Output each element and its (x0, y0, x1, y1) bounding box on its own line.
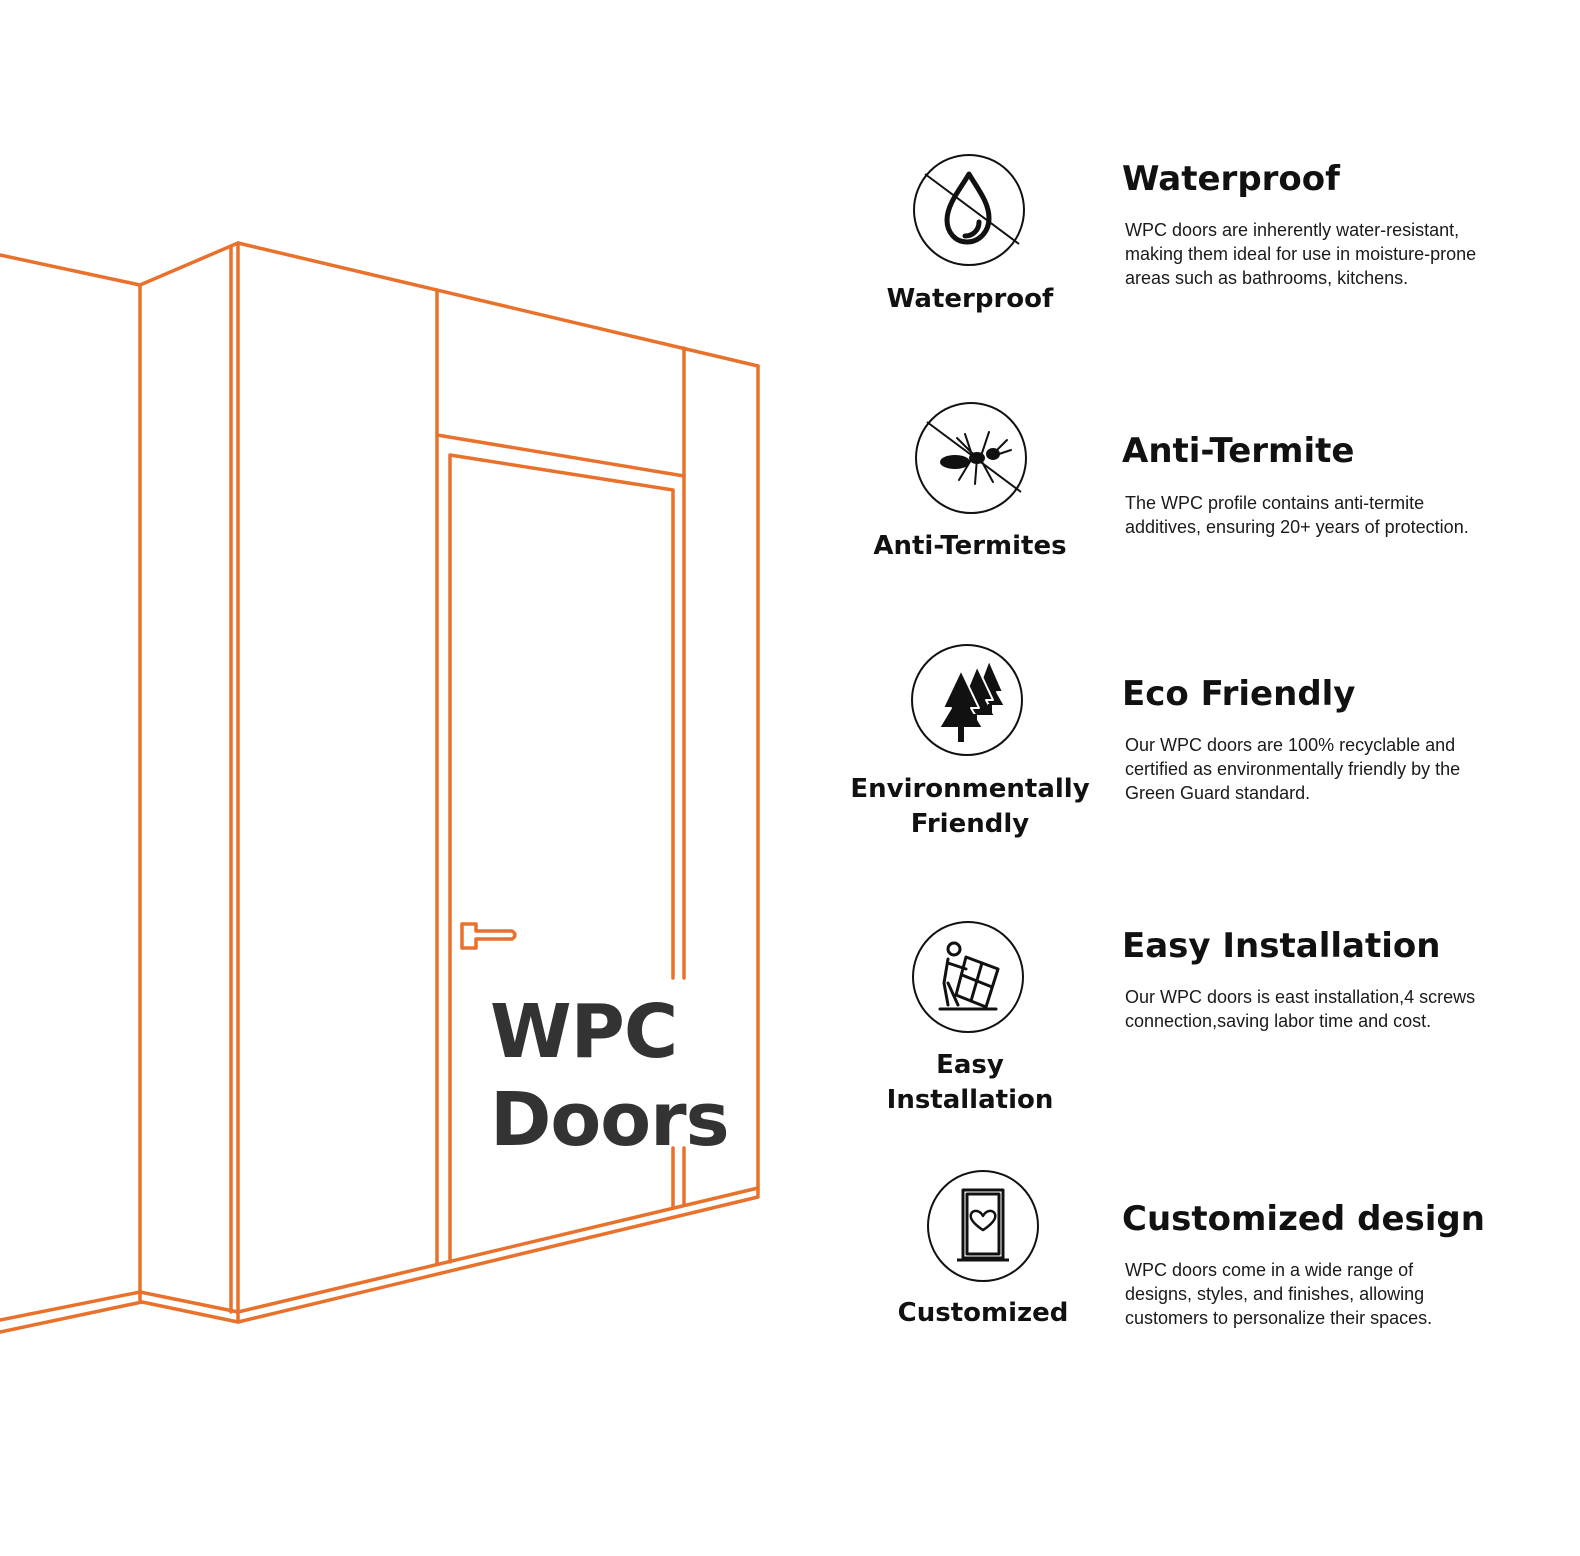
feature-title: Eco Friendly (1122, 674, 1356, 714)
feature-description: Our WPC doors are 100% recyclable and ce… (1125, 735, 1461, 803)
door-heart-icon (927, 1170, 1039, 1282)
feature-description: WPC doors are inherently water-resistant… (1125, 220, 1477, 288)
icon-caption: Anti-Termites (873, 531, 1067, 561)
no-termite-icon (915, 402, 1027, 514)
left-wall-baseboard (0, 1300, 144, 1334)
main-wall-bottom-edge (236, 1186, 760, 1314)
main-wall-baseboard (236, 1195, 760, 1324)
feature-title: Easy Installation (1122, 926, 1441, 966)
feature-description: Our WPC doors is east installation,4 scr… (1125, 987, 1476, 1031)
feature-title: Anti-Termite (1122, 431, 1355, 471)
icon-caption: Environmentally Friendly (850, 774, 1090, 839)
return-panel-top-edge (138, 241, 240, 287)
hero-title: WPC Doors (490, 988, 730, 1164)
feature-description: The WPC profile contains anti-termite ad… (1125, 493, 1469, 537)
left-wall-top-edge (0, 253, 142, 287)
main-wall-top-edge (236, 241, 760, 368)
door-handle (460, 922, 517, 950)
feature-description: WPC doors come in a wide range of design… (1125, 1260, 1433, 1328)
trees-icon (911, 644, 1023, 756)
feature-title: Waterproof (1122, 159, 1340, 199)
icon-caption: Easy Installation (886, 1050, 1054, 1115)
no-water-drop-icon (913, 154, 1025, 266)
hero-title-line2: Doors (490, 1077, 730, 1163)
left-wall-bottom-edge (0, 1290, 142, 1322)
door-leaf (448, 453, 675, 1264)
door-header (435, 433, 686, 478)
return-panel-baseboard (140, 1300, 240, 1324)
installer-icon (912, 921, 1024, 1033)
hero-title-line1: WPC (490, 989, 678, 1075)
icon-caption: Waterproof (886, 284, 1054, 314)
return-panel-bottom-edge (138, 1290, 240, 1314)
feature-title: Customized design (1122, 1199, 1485, 1239)
icon-caption: Customized (897, 1298, 1069, 1328)
